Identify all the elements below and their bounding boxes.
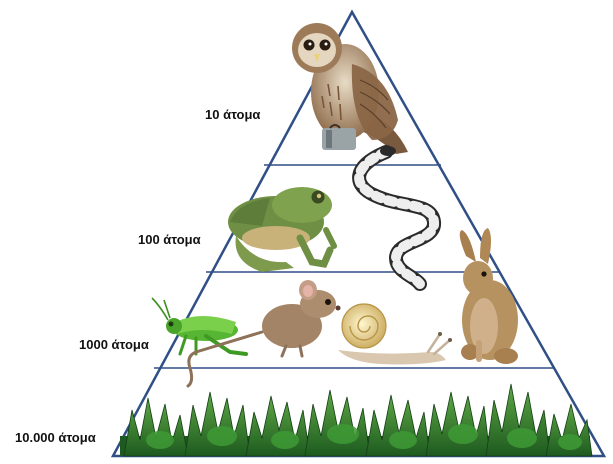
frog-illustration <box>228 187 334 272</box>
level-label-third: 1000 άτομα <box>79 338 149 351</box>
snake-illustration <box>359 146 434 284</box>
grass-illustration <box>120 384 592 456</box>
owl-illustration <box>292 23 408 154</box>
level-label-second: 100 άτομα <box>138 233 201 246</box>
snail-illustration <box>338 304 452 365</box>
rabbit-illustration <box>460 228 518 364</box>
grasshopper-illustration <box>152 298 246 354</box>
level-label-bottom: 10.000 άτομα <box>15 431 96 444</box>
level-label-top: 10 άτομα <box>205 108 260 121</box>
